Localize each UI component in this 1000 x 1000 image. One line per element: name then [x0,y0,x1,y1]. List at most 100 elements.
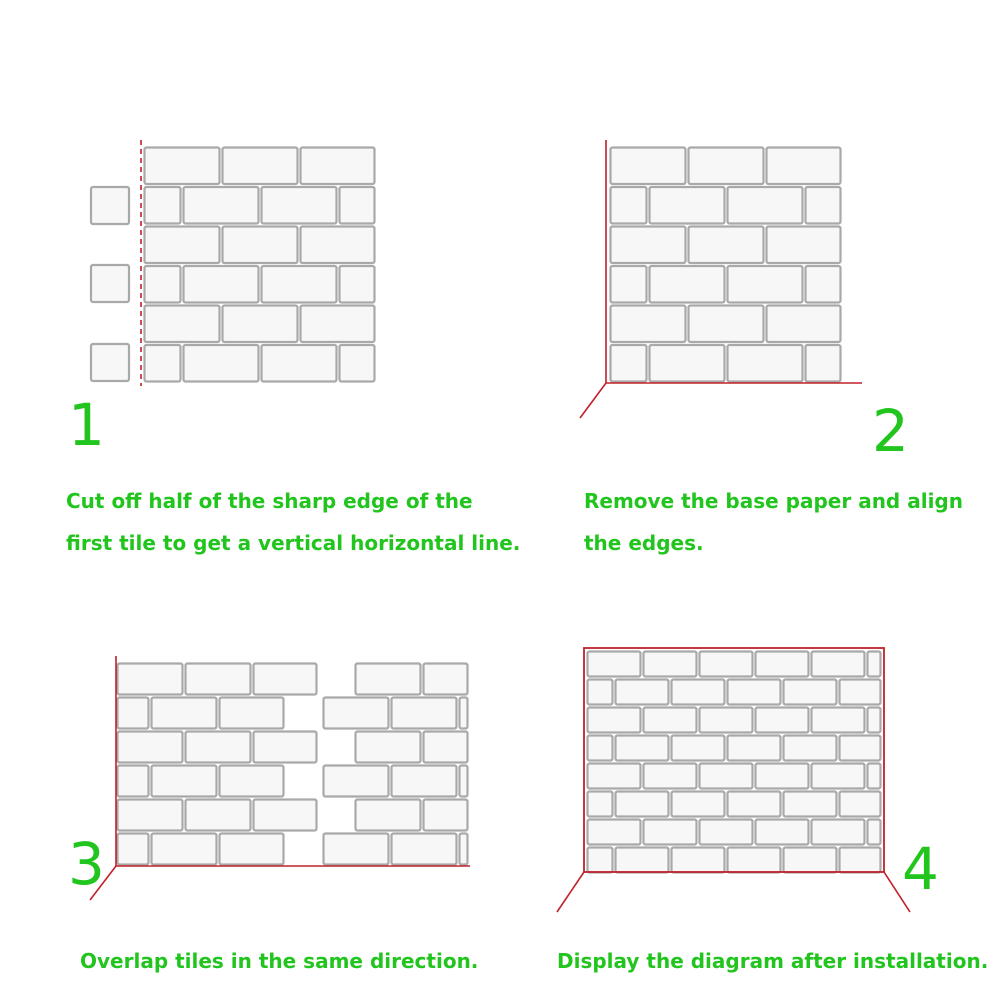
wall-corner-diagonal-right [883,871,911,913]
step-4-number: 4 [902,835,939,903]
tile [338,264,376,304]
tile [754,818,810,846]
tile [322,764,390,798]
tile [838,734,882,762]
tile [804,185,842,225]
tile [614,790,670,818]
tile [586,818,642,846]
tile [218,696,285,730]
tile [765,304,842,344]
tile [354,798,422,832]
tile [810,706,866,734]
tile [754,650,810,678]
tile [726,678,782,706]
tile [252,730,318,764]
step-1-caption: Cut off half of the sharp edge of the fi… [66,480,520,564]
tile [782,790,838,818]
installed-wall-outline [583,647,885,873]
tile [609,304,687,344]
tile [754,762,810,790]
tile [609,225,687,265]
tile [116,832,150,866]
tile [866,762,882,790]
wall-corner-diagonal [89,865,117,901]
tile [614,678,670,706]
tile [726,790,782,818]
tile [726,185,804,225]
tile [726,734,782,762]
tile [116,764,150,798]
tile [586,706,642,734]
step-1-caption-line-2: first tile to get a vertical horizontal … [66,531,521,555]
tile [150,696,218,730]
tile [150,832,218,866]
tile [299,304,376,344]
tile [648,264,726,304]
tile [458,832,469,866]
tile [338,343,376,383]
tile [260,264,338,304]
tile [422,730,469,764]
tile [89,263,131,304]
tile [698,762,754,790]
tile [648,343,726,383]
tile [765,225,842,265]
tile [143,146,221,186]
tile [586,734,614,762]
tile [184,730,252,764]
tile [458,764,469,798]
tile [687,304,765,344]
tile [866,706,882,734]
tile [609,185,648,225]
step-4-illustration [556,647,911,913]
tile [810,818,866,846]
tile [698,706,754,734]
tile [866,650,882,678]
tile [116,730,184,764]
tile [422,662,469,696]
tile [354,662,422,696]
tile [422,798,469,832]
step-2-illustration [579,140,862,419]
tile [698,818,754,846]
step-2-caption: Remove the base paper and align the edge… [584,480,963,564]
tile [182,185,260,225]
tile [804,343,842,383]
tile [586,790,614,818]
tile [609,343,648,383]
tile [810,762,866,790]
tile [838,846,882,874]
tile [143,343,182,383]
tile [586,678,614,706]
step-2-caption-line-2: the edges. [584,531,704,555]
tile [354,730,422,764]
step-1-number: 1 [68,391,105,459]
tile [687,225,765,265]
tile [609,146,687,186]
step-1-panel: 1 Cut off half of the sharp edge of the … [0,0,520,555]
tile [642,762,698,790]
step-1-caption-line-1: Cut off half of the sharp edge of the [66,489,473,513]
tile [804,264,842,304]
tile [838,678,882,706]
tile [614,846,670,874]
tile [184,662,252,696]
tile [642,706,698,734]
tile [670,678,726,706]
tile [648,185,726,225]
step-4-caption: Display the diagram after installation. [557,940,988,982]
tile [754,706,810,734]
step-3-number: 3 [68,830,105,898]
tile [390,696,458,730]
tile [609,264,648,304]
tile [458,696,469,730]
tile [670,846,726,874]
tile [765,146,842,186]
tile [586,650,642,678]
tile [218,764,285,798]
tile [89,185,131,226]
step-3-illustration [89,656,470,901]
step-2-number: 2 [872,397,909,465]
step-1-illustration [89,140,376,386]
